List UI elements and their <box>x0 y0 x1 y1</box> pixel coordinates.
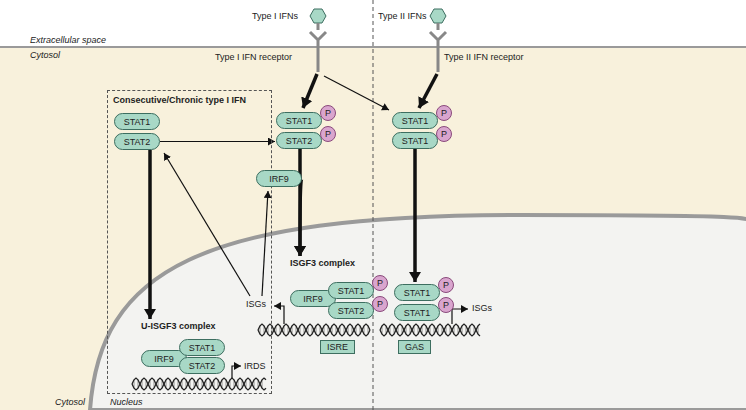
heading: ISGF3 complex <box>290 258 412 268</box>
annotation-label: ISGs <box>246 299 266 309</box>
transcription-arrow <box>232 366 241 378</box>
node-label: P <box>443 300 449 310</box>
node-label: STAT1 <box>124 117 151 127</box>
node-label: STAT1 <box>338 286 365 296</box>
pathway-arrow <box>160 141 275 142</box>
dna-strand <box>380 324 480 336</box>
annotation-label: Cytosol <box>30 50 60 60</box>
annotation-label: Type II IFN receptor <box>444 52 524 62</box>
node-label: STAT1 <box>286 116 313 126</box>
node-label: GAS <box>405 342 424 352</box>
annotation-label: Type I IFN receptor <box>215 52 292 62</box>
node-label: P <box>377 299 383 309</box>
type-i-ifn <box>310 9 326 23</box>
phosphate: P <box>320 126 336 142</box>
protein: IRF9 <box>256 170 302 187</box>
nucleus <box>90 215 746 410</box>
heading: U-ISGF3 complex <box>141 321 273 331</box>
protein: STAT2 <box>114 133 160 150</box>
signal-arrow <box>324 76 389 110</box>
dna-strand <box>258 324 370 336</box>
phosphate: P <box>372 296 388 312</box>
node-label: P <box>325 108 331 118</box>
pathway-arrow <box>148 150 152 319</box>
heading: Consecutive/Chronic type I IFN <box>113 95 266 105</box>
node-label: STAT2 <box>189 361 216 371</box>
dna-strand <box>132 378 266 390</box>
node-label: STAT2 <box>124 137 151 147</box>
dna-strand <box>380 324 480 336</box>
node-label: P <box>441 108 447 118</box>
node-label: P <box>377 278 383 288</box>
protein: STAT1 <box>394 304 440 321</box>
phosphate: P <box>436 105 452 121</box>
phosphate: P <box>320 105 336 121</box>
node-label: STAT2 <box>286 136 313 146</box>
pathway-arrow <box>300 179 302 257</box>
type-ii-ifn <box>430 9 446 23</box>
feedback-arrow <box>262 191 268 296</box>
dna-element: GAS <box>398 340 431 354</box>
node-label: STAT1 <box>189 343 216 353</box>
node-label: STAT1 <box>402 136 429 146</box>
node-label: IRF9 <box>154 354 174 364</box>
annotation-label: ISGs <box>472 303 492 313</box>
protein: STAT1 <box>328 282 374 299</box>
protein: STAT1 <box>392 132 438 149</box>
node-label: P <box>325 129 331 139</box>
type-ii-receptor <box>430 23 446 72</box>
annotation-label: Cytosol <box>55 397 85 407</box>
annotation-label: Type I IFNs <box>252 11 298 21</box>
signal-arrow <box>419 74 437 108</box>
dna-strand <box>132 378 266 390</box>
phosphate: P <box>372 275 388 291</box>
protein: STAT1 <box>394 284 440 301</box>
node-label: ISRE <box>327 342 348 352</box>
node-label: P <box>441 129 447 139</box>
node-label: STAT1 <box>402 116 429 126</box>
transcription-arrow <box>274 306 284 324</box>
annotation-label: Type II IFNs <box>378 11 427 21</box>
protein: STAT1 <box>392 112 438 129</box>
protein: STAT2 <box>179 357 225 374</box>
protein: STAT2 <box>328 302 374 319</box>
feedback-arrow <box>164 153 250 296</box>
dna-element: ISRE <box>320 340 355 354</box>
protein: STAT1 <box>276 112 322 129</box>
divider <box>373 0 374 410</box>
phosphate: P <box>438 277 454 293</box>
signal-arrow <box>303 74 317 108</box>
dna-strand <box>258 324 370 336</box>
annotation-label: Extracellular space <box>30 35 106 45</box>
pathway-box: Consecutive/Chronic type I IFNSTAT1STAT2… <box>107 90 272 394</box>
annotation-label: IRDS <box>244 361 266 371</box>
protein: STAT2 <box>276 132 322 149</box>
pathway-arrow <box>298 149 302 256</box>
pathway-arrow <box>413 149 417 282</box>
protein: STAT1 <box>179 339 225 356</box>
node-label: STAT1 <box>404 288 431 298</box>
node-label: P <box>443 280 449 290</box>
phosphate: P <box>436 126 452 142</box>
node-label: STAT2 <box>338 306 365 316</box>
node-label: STAT1 <box>404 308 431 318</box>
protein: STAT1 <box>114 113 160 130</box>
type-i-receptor <box>310 23 326 72</box>
transcription-arrow <box>452 309 468 324</box>
cell-membrane <box>0 46 746 48</box>
phosphate: P <box>438 297 454 313</box>
annotation-label: Nucleus <box>110 397 143 407</box>
node-label: IRF9 <box>269 174 289 184</box>
node-label: IRF9 <box>303 294 323 304</box>
dna-group <box>132 324 480 390</box>
